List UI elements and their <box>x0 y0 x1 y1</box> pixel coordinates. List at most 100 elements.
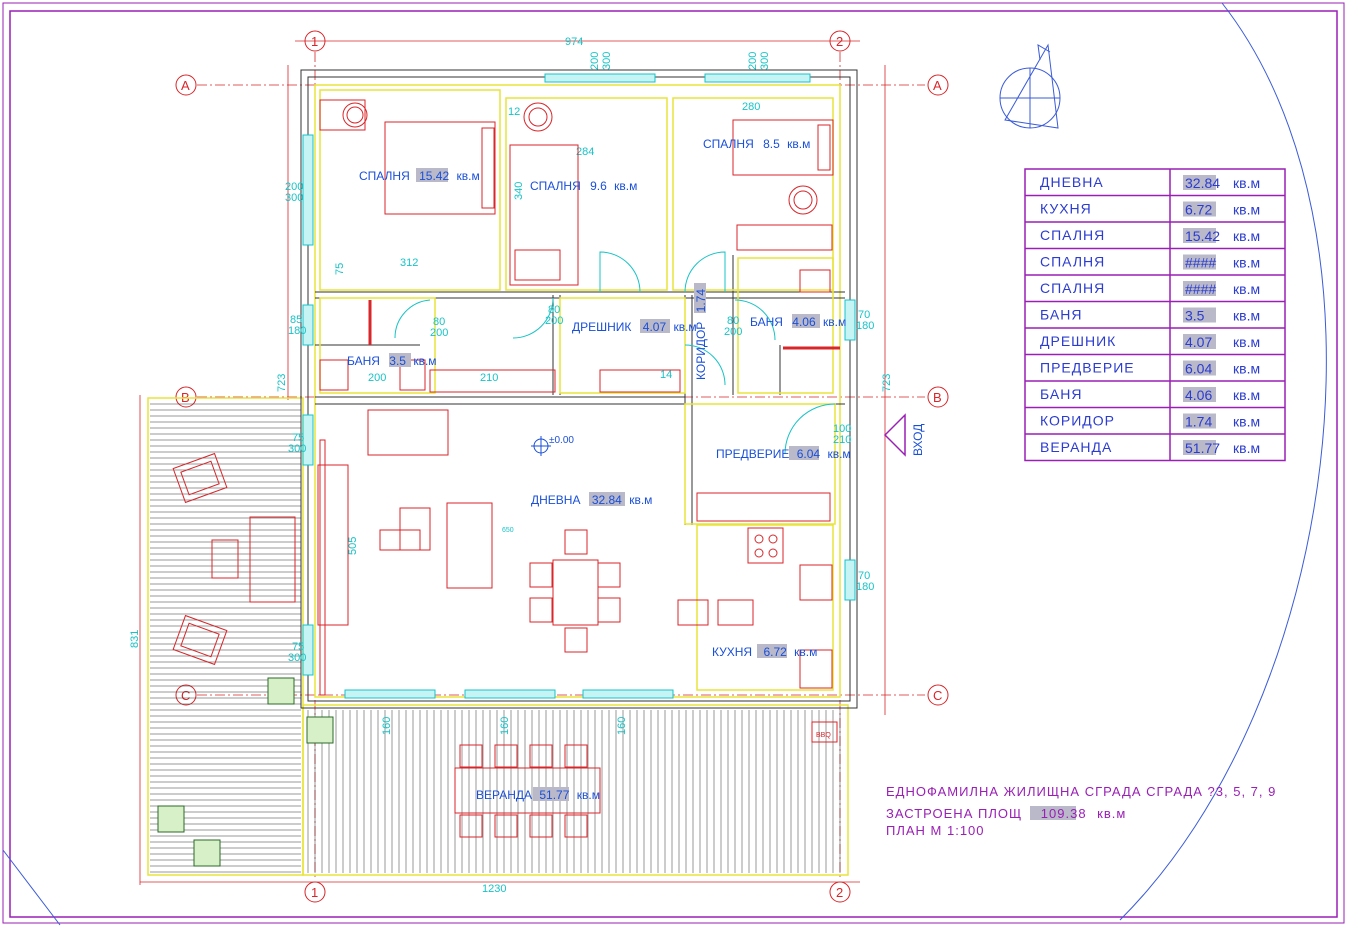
construction-arc-left <box>2 849 61 926</box>
table-value-highlight <box>1183 307 1216 323</box>
svg-text:ДРЕШНИК 4.07 кв.м: ДРЕШНИК 4.07 кв.м <box>572 320 697 334</box>
dim-bedroom2-width: 284 <box>576 146 594 158</box>
table-value-highlight <box>1183 360 1216 376</box>
window-label-left-a: 200 <box>285 181 303 193</box>
dim-right-house: 723 <box>881 374 893 392</box>
room-label-bedroom3: СПАЛНЯ 8.5 кв.м <box>703 137 810 151</box>
svg-text:КОРИДОР 1.74: КОРИДОР 1.74 <box>694 289 708 380</box>
table-row-value: 4.06 <box>1185 387 1212 403</box>
room-label-bedroom2: СПАЛНЯ 9.6 кв.м <box>530 179 637 193</box>
svg-text:ЗАСТРОЕНА ПЛОЩ 109.38 кв.м: ЗАСТРОЕНА ПЛОЩ 109.38 кв.м <box>886 806 1126 821</box>
svg-text:БАНЯ 3.5 кв.м: БАНЯ 3.5 кв.м <box>347 354 437 368</box>
window-label-left4-a: 75 <box>292 641 304 653</box>
dim-top-total: 974 <box>565 36 583 48</box>
veranda-deck-bottom <box>302 704 849 876</box>
table-value-highlight <box>1183 387 1216 402</box>
dim-bottom-total: 1230 <box>482 883 506 895</box>
window-label-right1-b: 180 <box>856 320 874 332</box>
dim-left-veranda: 831 <box>129 630 141 648</box>
table-row-name: СПАЛНЯ <box>1040 227 1105 243</box>
axis-1-top: 1 <box>311 34 318 49</box>
table-value-highlight <box>1183 228 1216 243</box>
windows <box>302 73 856 699</box>
table-row-name: СПАЛНЯ <box>1040 280 1105 296</box>
window-label-left2-b: 180 <box>288 325 306 337</box>
window-label-top2a: 200 <box>747 52 759 70</box>
room-label-hall: ПРЕДВЕРИЕ 6.04 кв.м <box>716 446 851 461</box>
north-arrow-icon <box>999 43 1061 129</box>
door-label-3a: 80 <box>727 315 739 327</box>
dim-left-house: 723 <box>276 374 288 392</box>
table-row-name: ВЕРАНДА <box>1040 439 1112 455</box>
entrance-arrow-icon <box>883 413 906 457</box>
svg-text:ПРЕДВЕРИЕ 6.04 кв.м: ПРЕДВЕРИЕ 6.04 кв.м <box>716 447 851 461</box>
table-value-highlight <box>1183 175 1216 190</box>
built-area-line: ЗАСТРОЕНА ПЛОЩ 109.38 кв.м <box>886 806 1126 821</box>
window-label-left4-b: 300 <box>288 652 306 664</box>
dim-small-75: 75 <box>334 263 346 275</box>
table-row-unit: кв.м <box>1233 228 1260 244</box>
dim-small-12: 12 <box>508 106 520 118</box>
title-line: ЕДНОФАМИЛНА ЖИЛИЩНА СГРАДА СГРАДА ?3, 5,… <box>886 784 1276 799</box>
table-row-value: 51.77 <box>1185 440 1220 456</box>
dim-bedroom3-width: 280 <box>742 101 760 113</box>
svg-text:ВЕРАНДА 51.77 кв.м: ВЕРАНДА 51.77 кв.м <box>476 788 600 802</box>
axis-c-left: С <box>181 688 190 703</box>
room-label-bath1: БАНЯ 3.5 кв.м <box>347 353 437 368</box>
table-row-unit: кв.м <box>1233 255 1260 271</box>
table-value-highlight <box>1183 201 1216 217</box>
room-label-bath2: БАНЯ 4.06 кв.м <box>750 314 846 329</box>
window-label-left3-b: 300 <box>288 443 306 455</box>
room-label-living: ДНЕВНА 32.84 кв.м <box>531 492 652 507</box>
table-row-unit: кв.м <box>1233 175 1260 191</box>
window-label-top1a: 200 <box>589 52 601 70</box>
window-label-bottom3: 160 <box>616 717 628 735</box>
axis-bubbles <box>175 30 949 903</box>
level-marker-icon <box>531 436 551 456</box>
door-label-2b: 200 <box>430 327 448 339</box>
table-row-name: КУХНЯ <box>1040 201 1092 217</box>
dim-bedroom2-height: 340 <box>513 182 525 200</box>
table-row-value: 4.07 <box>1185 334 1212 350</box>
plan-scale-line: ПЛАН М 1:100 <box>886 823 985 838</box>
axis-2-bottom: 2 <box>836 885 843 900</box>
dim-small-14: 14 <box>660 369 672 381</box>
window-label-right2-b: 180 <box>856 581 874 593</box>
plant-icons <box>157 677 334 867</box>
svg-text:СПАЛНЯ 15.42 кв.м: СПАЛНЯ 15.42 кв.м <box>359 169 480 183</box>
axis-c-right: С <box>933 688 942 703</box>
table-row-name: ДНЕВНА <box>1040 174 1104 190</box>
table-row-name: БАНЯ <box>1040 307 1082 323</box>
window-label-bottom2: 160 <box>499 717 511 735</box>
table-row-value: 6.04 <box>1185 361 1212 377</box>
dim-bedroom1-width: 312 <box>400 257 418 269</box>
svg-text:СПАЛНЯ 8.5 кв.м: СПАЛНЯ 8.5 кв.м <box>703 137 810 151</box>
axis-a-right: А <box>933 78 942 93</box>
window-label-bottom1: 160 <box>381 717 393 735</box>
table-row-name: СПАЛНЯ <box>1040 254 1105 270</box>
table-value-highlight <box>1183 281 1216 296</box>
axis-2-top: 2 <box>836 34 843 49</box>
table-row-name: КОРИДОР <box>1040 413 1115 429</box>
axis-a-left: А <box>181 78 190 93</box>
svg-text:БАНЯ 4.06 кв.м: БАНЯ 4.06 кв.м <box>750 315 846 329</box>
table-row-name: БАНЯ <box>1040 386 1082 402</box>
deck-boards <box>150 403 841 873</box>
svg-text:СПАЛНЯ 9.6 кв.м: СПАЛНЯ 9.6 кв.м <box>530 179 637 193</box>
house-outline-yellow <box>314 84 841 698</box>
construction-arc <box>1119 2 1327 921</box>
table-row-unit: кв.м <box>1233 308 1260 324</box>
table-row-unit: кв.м <box>1233 202 1260 218</box>
dim-living-width: 650 <box>502 527 514 534</box>
table-row-value: #### <box>1185 281 1216 297</box>
table-row-unit: кв.м <box>1233 440 1260 456</box>
table-row-name: ПРЕДВЕРИЕ <box>1040 360 1135 376</box>
door-label-hall-b: 210 <box>833 434 851 446</box>
bbq-label: BBQ <box>816 732 831 739</box>
table-value-highlight <box>1183 413 1216 429</box>
axis-1-bottom: 1 <box>311 885 318 900</box>
window-label-right2-a: 70 <box>858 570 870 582</box>
room-label-bedroom1: СПАЛНЯ 15.42 кв.м <box>359 168 480 183</box>
